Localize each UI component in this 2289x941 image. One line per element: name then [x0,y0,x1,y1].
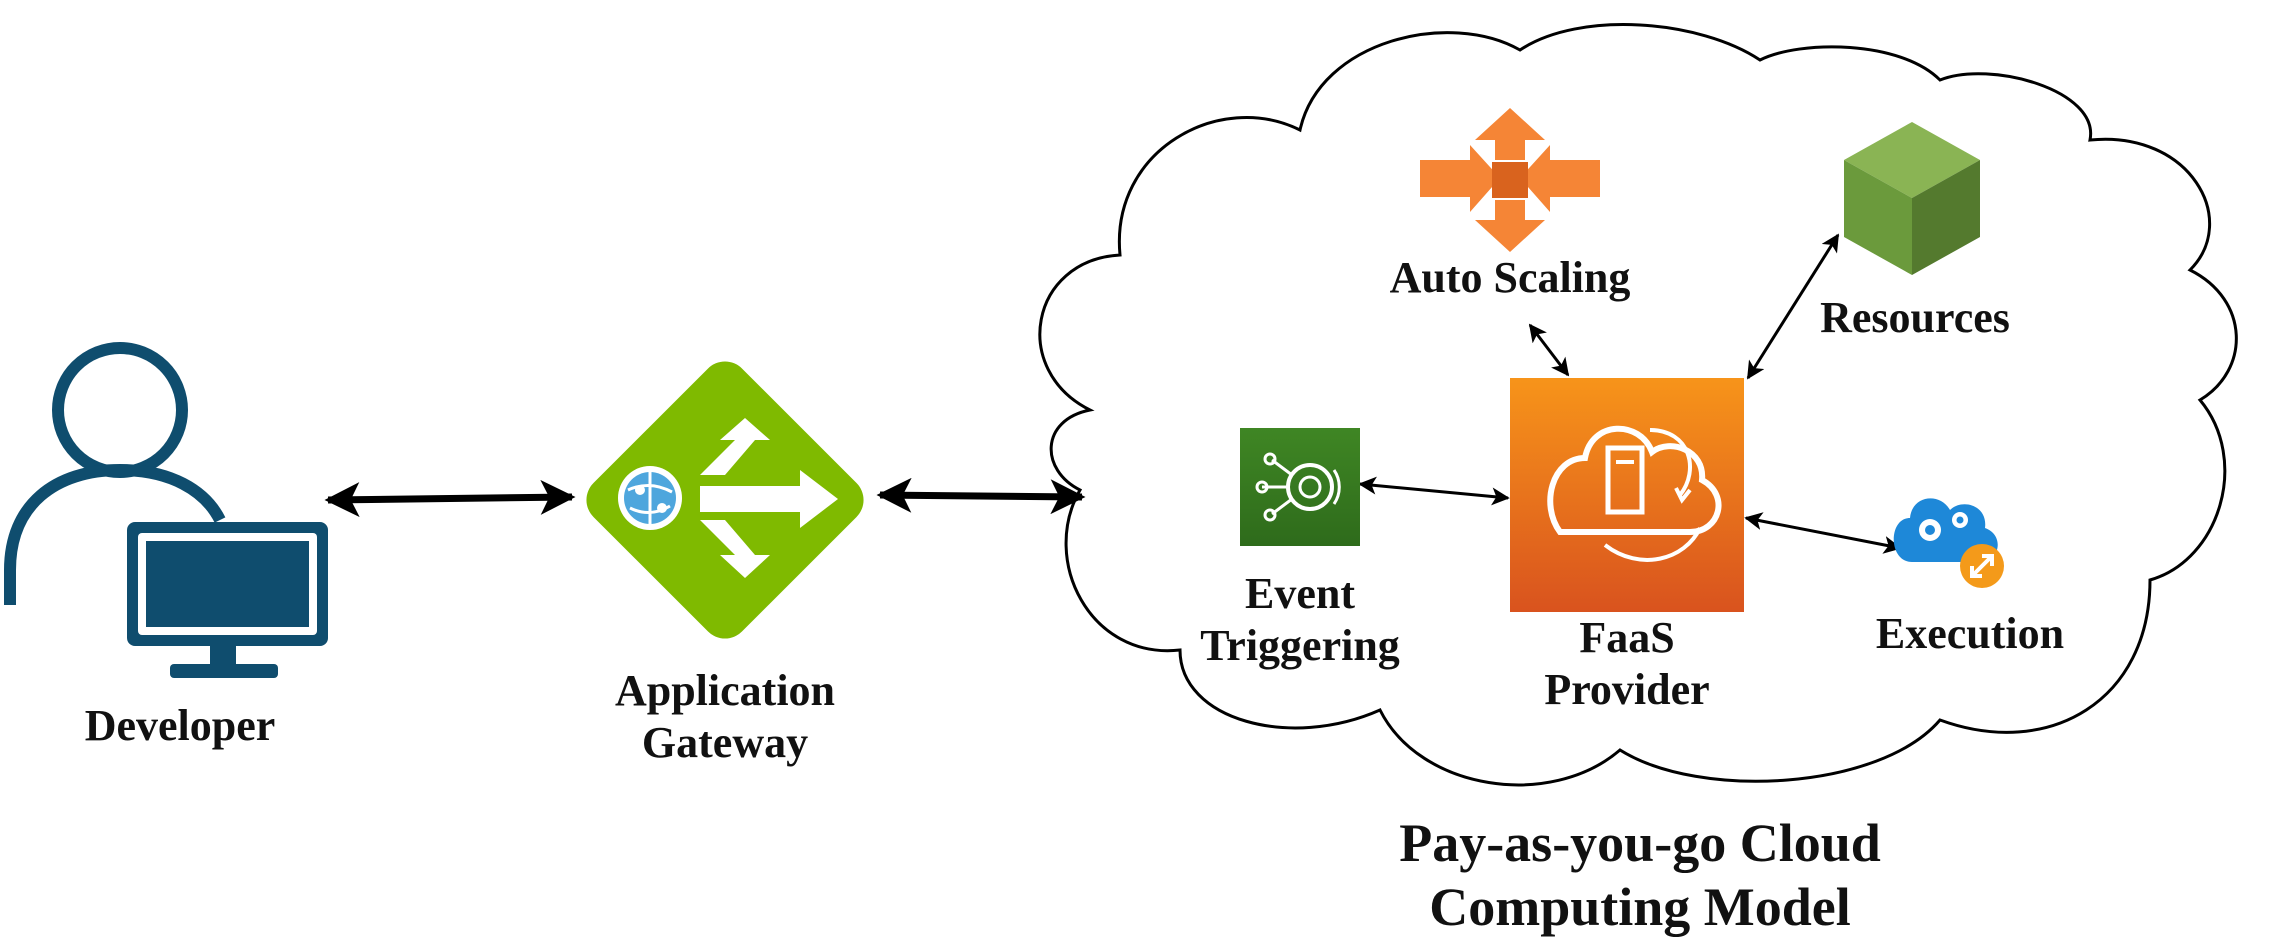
auto-scaling-icon [1420,108,1600,252]
arrow-developer-gateway [324,479,576,518]
event-triggering-icon [1240,428,1360,546]
faas-provider-label: FaaS Provider [1544,613,1710,714]
application-gateway-icon [586,361,864,639]
arrow-autoscaling-faas [1528,323,1570,377]
event-triggering-label: Event Triggering [1200,569,1400,670]
execution-cloud-icon [1893,498,2004,588]
execution-label: Execution [1875,609,2065,658]
cloud-title: Pay-as-you-go Cloud Computing Model [1399,813,1881,937]
resources-label: Resources [1820,293,2010,342]
arrow-faas-execution [1744,512,1902,554]
developer-label: Developer [84,701,276,750]
arrow-gateway-cloud [876,477,1086,515]
resources-cube-icon [1844,122,1980,275]
arrow-resources-faas [1746,233,1840,380]
developer-computer-icon [3,342,226,605]
faas-provider-icon [1510,378,1744,612]
auto-scaling-label: Auto Scaling [1389,253,1631,302]
application-gateway-label: Application Gateway [614,666,836,767]
monitor-icon [127,522,328,678]
arrow-event-faas [1358,476,1510,506]
